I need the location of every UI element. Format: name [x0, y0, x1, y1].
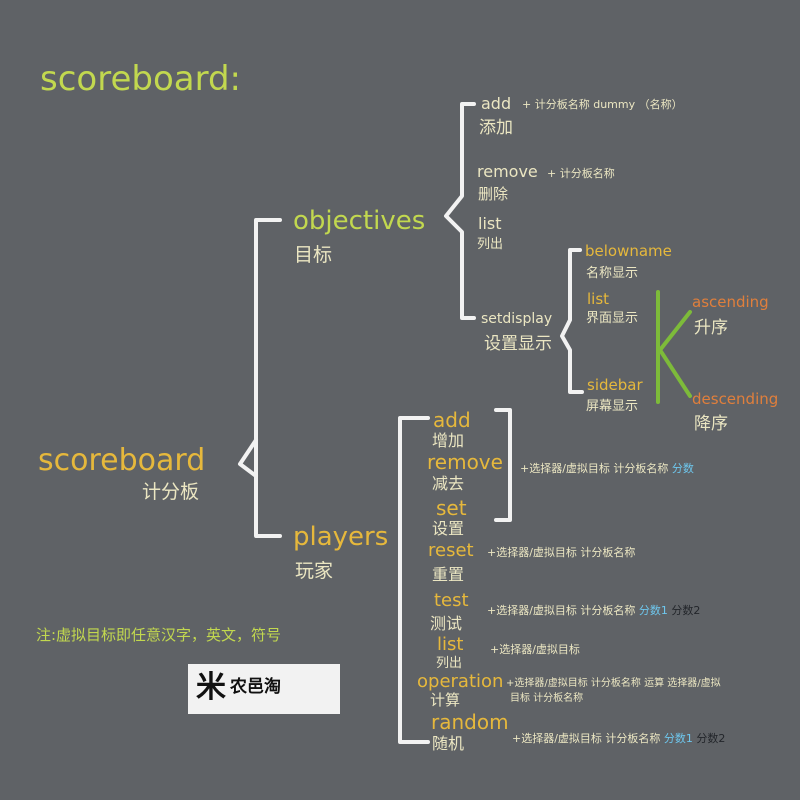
players-test-en: test — [434, 590, 469, 611]
order-ascending-cn: 升序 — [694, 318, 728, 338]
objectives-remove-args: + 计分板名称 — [547, 167, 615, 180]
objectives-add-cn: 添加 — [479, 118, 513, 138]
players-reset-en: reset — [428, 540, 474, 561]
setdisplay-list-en: list — [587, 290, 610, 308]
footnote: 注:虚拟目标即任意汉字，英文，符号 — [36, 626, 282, 644]
page-title: scoreboard: — [40, 59, 241, 99]
players-set-en: set — [436, 496, 467, 520]
objectives-setdisplay-cn: 设置显示 — [484, 334, 552, 354]
players-test-args: +选择器/虚拟目标 计分板名称 分数1 分数2 — [487, 605, 700, 616]
players-remove-cn: 减去 — [432, 474, 465, 493]
players-add-en: add — [433, 408, 471, 432]
objectives-list-en: list — [478, 214, 502, 233]
watermark-box: 米 农邑淘 — [188, 664, 340, 714]
random-args-score1: 分数1 — [663, 732, 693, 745]
setdisplay-belowname-cn: 名称显示 — [586, 266, 639, 281]
group-args-score: 分数 — [671, 462, 694, 475]
setdisplay-belowname-en: belowname — [585, 242, 672, 260]
group-args-text: +选择器/虚拟目标 计分板名称 — [520, 462, 669, 475]
test-args-score1: 分数1 — [638, 604, 668, 617]
players-operation-en: operation — [417, 671, 504, 692]
players-operation-args-2: 目标 计分板名称 — [510, 693, 584, 704]
objectives-list-cn: 列出 — [477, 237, 504, 252]
order-descending-en: descending — [692, 390, 779, 408]
objectives-remove-cn: 删除 — [478, 185, 509, 203]
test-args-text: +选择器/虚拟目标 计分板名称 — [487, 604, 636, 617]
players-reset-cn: 重置 — [432, 565, 465, 584]
group-args: +选择器/虚拟目标 计分板名称 分数 — [520, 463, 694, 474]
setdisplay-sidebar-en: sidebar — [587, 376, 643, 394]
objectives-add-en: add — [481, 94, 512, 113]
root-node-en: scoreboard — [38, 443, 206, 478]
players-node-en: players — [293, 522, 389, 552]
players-list-en: list — [437, 634, 464, 655]
objectives-setdisplay-en: setdisplay — [481, 311, 553, 327]
players-test-cn: 测试 — [430, 614, 463, 633]
setdisplay-sidebar-cn: 屏幕显示 — [586, 399, 639, 414]
objectives-node-cn: 目标 — [294, 244, 333, 266]
players-random-args: +选择器/虚拟目标 计分板名称 分数1 分数2 — [512, 733, 725, 744]
order-descending-cn: 降序 — [694, 414, 728, 434]
test-args-score2: 分数2 — [671, 604, 701, 617]
players-random-en: random — [431, 710, 509, 734]
setdisplay-list-cn: 界面显示 — [586, 311, 639, 326]
order-ascending-en: ascending — [692, 293, 769, 311]
random-args-score2: 分数2 — [696, 732, 726, 745]
players-operation-args-1: +选择器/虚拟目标 计分板名称 运算 选择器/虚拟 — [506, 678, 721, 689]
watermark-text: 农邑淘 — [230, 677, 281, 697]
players-add-cn: 增加 — [432, 431, 465, 450]
players-list-cn: 列出 — [436, 656, 463, 671]
objectives-add-args: + 计分板名称 dummy （名称） — [522, 98, 683, 111]
objectives-remove-en: remove — [477, 162, 538, 181]
players-node-cn: 玩家 — [295, 560, 334, 582]
players-reset-args: +选择器/虚拟目标 计分板名称 — [487, 546, 636, 559]
watermark-icon: 米 — [196, 670, 226, 705]
players-remove-en: remove — [427, 450, 503, 474]
random-args-text: +选择器/虚拟目标 计分板名称 — [512, 732, 661, 745]
players-random-cn: 随机 — [432, 734, 465, 753]
players-list-args: +选择器/虚拟目标 — [490, 643, 580, 656]
players-set-cn: 设置 — [432, 519, 465, 538]
objectives-node-en: objectives — [293, 206, 426, 236]
players-operation-cn: 计算 — [430, 691, 461, 709]
root-node-cn: 计分板 — [142, 481, 200, 503]
